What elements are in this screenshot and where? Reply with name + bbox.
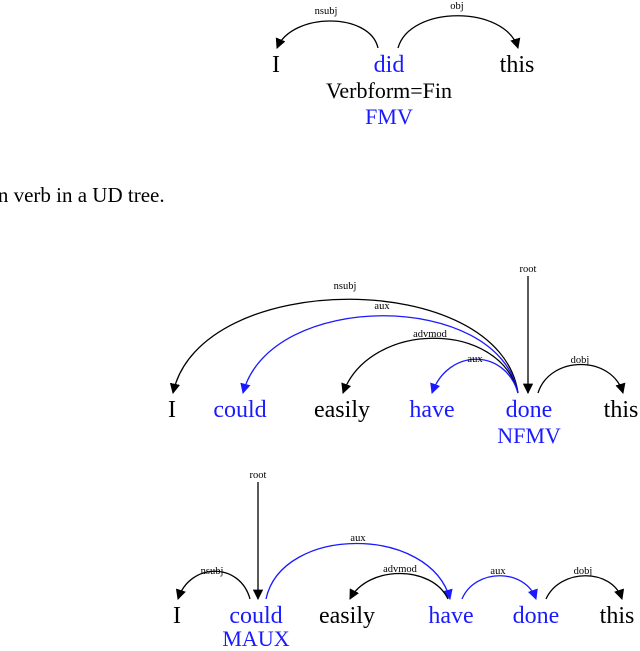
rel-label-advmod: advmod bbox=[413, 329, 448, 340]
arc-dobj bbox=[545, 575, 625, 600]
word-have: have bbox=[409, 397, 454, 423]
rel-label-dobj: dobj bbox=[574, 566, 593, 577]
word-easily: easily bbox=[314, 397, 370, 423]
arc-dobj bbox=[537, 363, 626, 394]
word-this: this bbox=[600, 603, 635, 629]
rel-label-root: root bbox=[250, 470, 267, 481]
word-easily: easily bbox=[319, 603, 375, 629]
rel-label-nsubj: nsubj bbox=[334, 281, 357, 292]
word-done: done bbox=[506, 397, 553, 423]
arc-advmod bbox=[349, 572, 449, 600]
word-have: have bbox=[428, 603, 473, 629]
rel-label-aux-could: aux bbox=[374, 301, 390, 312]
tree-3: root nsubj aux advmod aux dobj I could e… bbox=[173, 470, 634, 651]
rel-label-root: root bbox=[520, 264, 537, 275]
caption-fragment: in verb in a UD tree. bbox=[0, 183, 165, 207]
arc-aux-could-have bbox=[265, 542, 453, 601]
word-could: could bbox=[229, 603, 282, 629]
rel-label-aux-have: aux bbox=[467, 354, 483, 365]
word-this: this bbox=[500, 52, 535, 78]
tag-maux: MAUX bbox=[222, 626, 289, 651]
rel-label-obj: obj bbox=[450, 1, 464, 12]
arc-aux-have bbox=[430, 358, 519, 394]
rel-label-nsubj: nsubj bbox=[315, 6, 338, 17]
word-I: I bbox=[272, 52, 280, 78]
arc-aux-have-done bbox=[461, 575, 538, 600]
rel-label-aux-could: aux bbox=[350, 533, 366, 544]
word-I: I bbox=[168, 397, 176, 423]
word-did: did bbox=[374, 52, 405, 78]
word-could: could bbox=[213, 397, 266, 423]
rel-label-dobj: dobj bbox=[571, 355, 590, 366]
feature-verbform: Verbform=Fin bbox=[326, 78, 452, 103]
arc-nsubj bbox=[275, 20, 379, 49]
rel-label-nsubj: nsubj bbox=[201, 566, 224, 577]
arc-advmod bbox=[341, 337, 519, 394]
rel-label-aux-have: aux bbox=[490, 566, 506, 577]
tree-1: nsubj obj I did this Verbform=Fin FMV bbox=[272, 1, 534, 129]
word-done: done bbox=[513, 603, 560, 629]
rel-label-advmod: advmod bbox=[383, 564, 418, 575]
word-this: this bbox=[604, 397, 639, 423]
tag-fmv: FMV bbox=[365, 104, 413, 129]
arc-obj bbox=[397, 15, 521, 49]
arc-nsubj bbox=[169, 298, 519, 395]
tree-2: root nsubj aux advmod aux dobj I could e… bbox=[168, 264, 638, 448]
arc-nsubj bbox=[175, 570, 251, 600]
arc-aux-could bbox=[240, 315, 519, 395]
word-I: I bbox=[173, 603, 181, 629]
tag-nfmv: NFMV bbox=[497, 423, 561, 448]
